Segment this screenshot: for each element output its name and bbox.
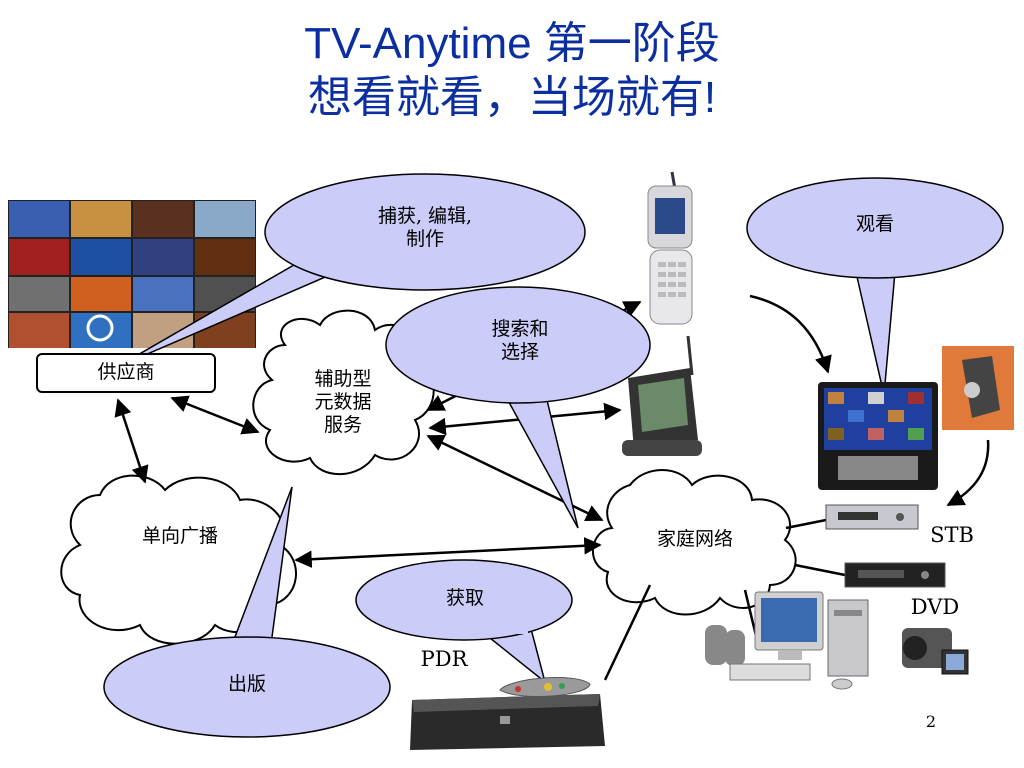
capture-edit-line2: 制作	[405, 228, 444, 250]
remote-control-icon	[942, 346, 1014, 430]
provider-box: 供应商	[36, 353, 216, 393]
stb-box-icon	[825, 504, 919, 530]
callout-capture-edit-text: 捕获, 编辑, 制作	[345, 205, 505, 251]
callout-acquire	[355, 559, 573, 685]
search-select-line2: 选择	[500, 341, 539, 363]
capture-edit-line1: 捕获, 编辑,	[377, 205, 473, 227]
television-icon	[818, 382, 938, 490]
photo-collage-icon	[8, 200, 256, 348]
callout-watch-text: 观看	[855, 213, 894, 235]
stb-label: STB	[930, 523, 974, 547]
page-number: 2	[925, 712, 937, 731]
dvd-label: DVD	[910, 595, 960, 619]
callout-publish	[103, 486, 391, 738]
search-select-line1: 搜索和	[491, 318, 549, 340]
callout-search-select-text: 搜索和 选择	[460, 318, 580, 364]
callout-watch	[746, 177, 1004, 396]
mobile-phone-icon	[647, 171, 693, 325]
pdr-recorder-icon	[410, 676, 605, 750]
provider-label: 供应商	[97, 361, 155, 383]
metadata-service-line3: 服务	[323, 414, 362, 436]
pc-computer-icon	[705, 591, 869, 690]
metadata-service-label: 辅助型 元数据 服务	[288, 368, 398, 437]
camcorder-icon	[902, 628, 969, 675]
dvd-player-icon	[844, 562, 946, 588]
callout-publish-text: 出版	[227, 673, 266, 695]
broadcast-label: 单向广播	[141, 525, 218, 547]
callout-acquire-text: 获取	[445, 587, 484, 609]
home-network-label: 家庭网络	[656, 528, 733, 550]
pda-icon	[622, 335, 702, 456]
metadata-service-line1: 辅助型	[314, 368, 372, 390]
callout-capture-edit	[114, 173, 586, 369]
callout-search-select	[385, 286, 651, 529]
slide-title-line1: TV-Anytime 第一阶段	[304, 19, 720, 68]
metadata-service-line2: 元数据	[314, 391, 372, 413]
pdr-label: PDR	[420, 647, 468, 671]
slide-title-line2: 想看就看，当场就有!	[307, 73, 717, 122]
